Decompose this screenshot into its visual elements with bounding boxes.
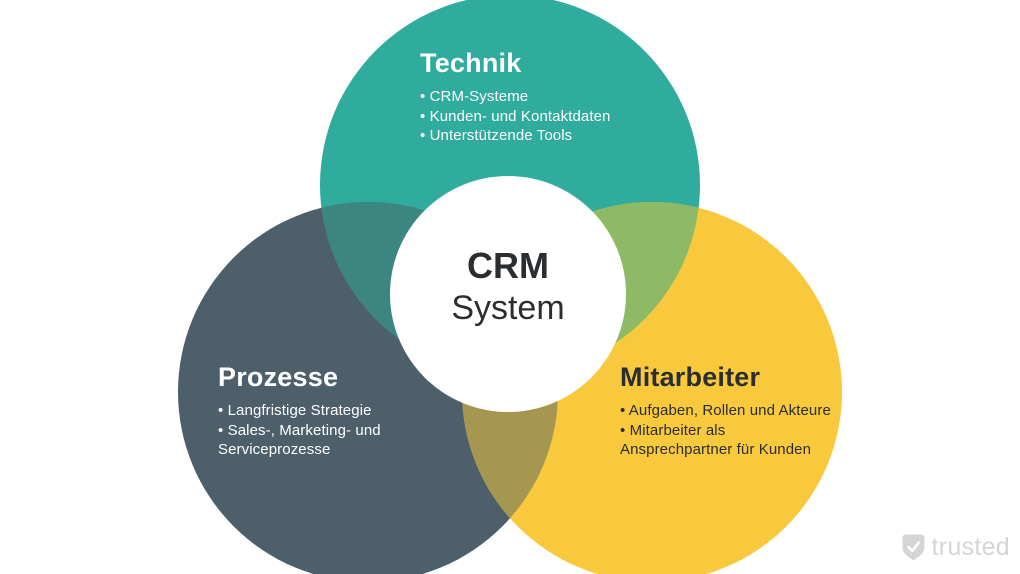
section-prozesse-bullets: • Langfristige Strategie • Sales-, Market… bbox=[218, 401, 381, 460]
bullet-line: Serviceprozesse bbox=[218, 441, 331, 458]
section-mitarbeiter-bullets: • Aufgaben, Rollen und Akteure • Mitarbei… bbox=[620, 401, 831, 460]
section-technik-title: Technik bbox=[420, 48, 522, 78]
center-title: CRM bbox=[467, 245, 549, 286]
watermark-label: trusted bbox=[931, 533, 1010, 561]
section-prozesse-title: Prozesse bbox=[218, 362, 339, 392]
shield-check-icon bbox=[902, 534, 925, 561]
bullet-line: • Sales-, Marketing- und bbox=[218, 421, 381, 439]
bullet-line: • Kunden- und Kontaktdaten bbox=[420, 107, 611, 125]
bullet-line: • Unterstützende Tools bbox=[420, 127, 573, 144]
bullet-line: • CRM-Systeme bbox=[420, 88, 529, 105]
section-technik-bullets: • CRM-Systeme • Kunden- und Kontaktdaten •… bbox=[420, 87, 611, 146]
bullet-line: • Mitarbeiter als bbox=[620, 421, 726, 439]
trusted-watermark: trusted bbox=[902, 533, 1010, 562]
section-technik: Technik • CRM-Systeme • Kunden- und Konta… bbox=[420, 46, 611, 146]
bullet-line: Ansprechpartner für Kunden bbox=[620, 441, 812, 458]
bullet-line: • Langfristige Strategie bbox=[218, 402, 372, 419]
center-subtitle: System bbox=[451, 289, 565, 327]
bullet-line: • Aufgaben, Rollen und Akteure bbox=[620, 402, 831, 419]
section-mitarbeiter: Mitarbeiter • Aufgaben, Rollen und Akteu… bbox=[620, 360, 831, 460]
section-mitarbeiter-title: Mitarbeiter bbox=[620, 362, 761, 392]
center-label: CRM System bbox=[358, 244, 658, 328]
center-circle bbox=[390, 176, 626, 412]
section-prozesse: Prozesse • Langfristige Strategie • Sales… bbox=[218, 360, 381, 460]
